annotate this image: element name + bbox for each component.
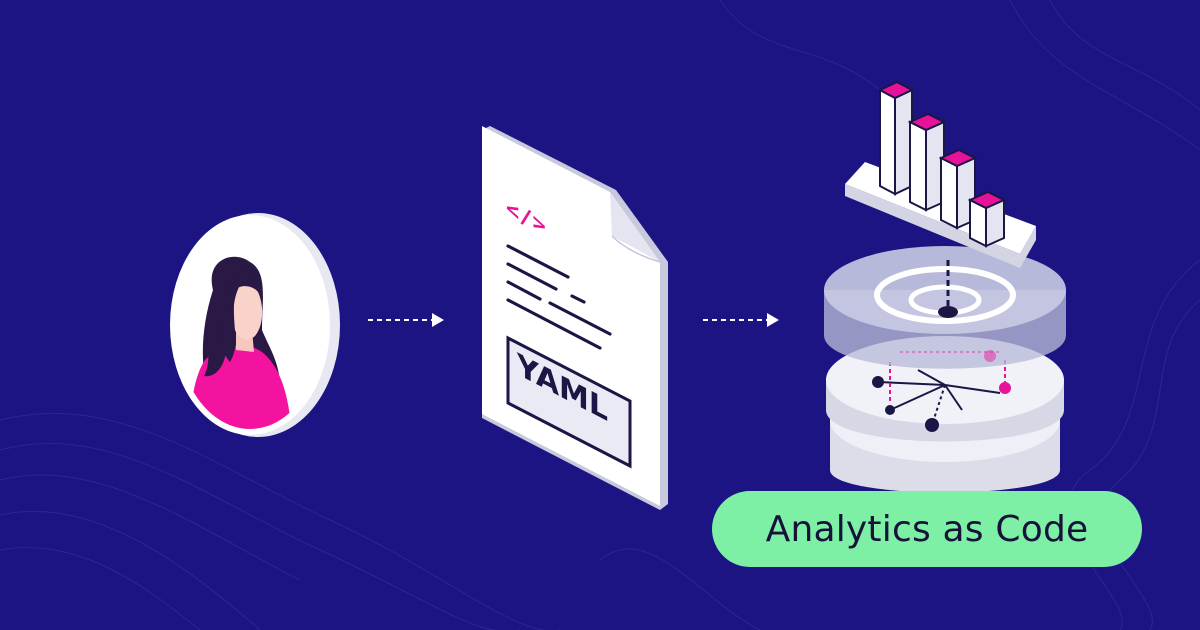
user-avatar bbox=[170, 213, 340, 437]
bar-4 bbox=[967, 190, 1007, 248]
bar-3 bbox=[938, 148, 978, 230]
arrow-right-dashed bbox=[703, 313, 779, 327]
arrow-right-dashed bbox=[368, 313, 444, 327]
yaml-document-icon: </> YAML bbox=[482, 126, 668, 510]
badge-label: Analytics as Code bbox=[765, 508, 1089, 550]
bar-1 bbox=[877, 80, 915, 196]
bar-chart-icon bbox=[845, 80, 1036, 268]
analytics-as-code-badge: Analytics as Code bbox=[712, 491, 1142, 567]
database-stack-icon bbox=[824, 246, 1066, 493]
bar-2 bbox=[907, 112, 947, 212]
